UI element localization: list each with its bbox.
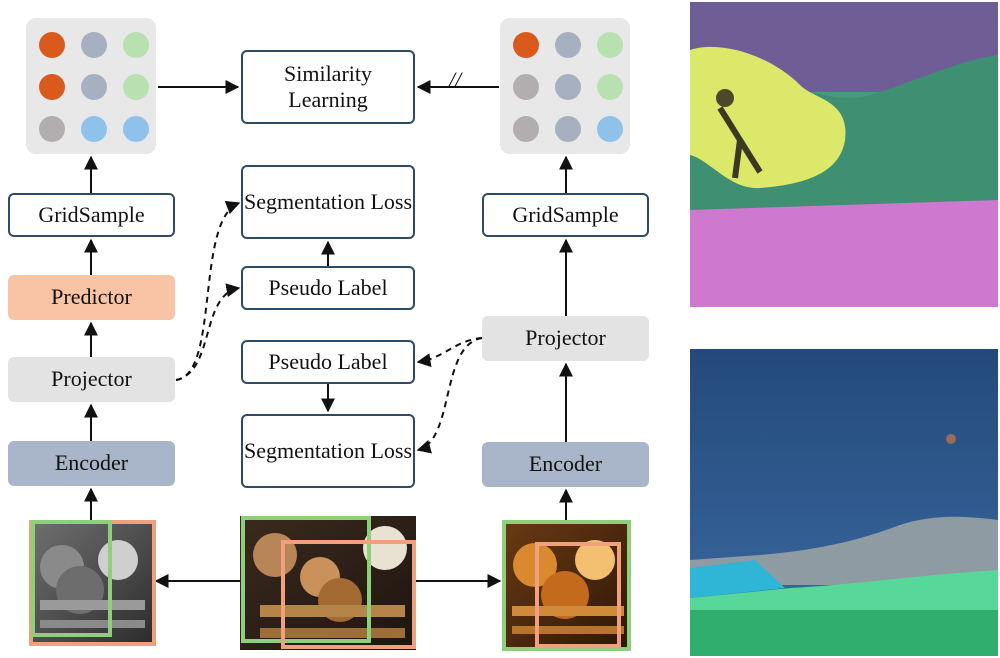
left-input-image xyxy=(29,520,156,646)
projector-left-box: Projector xyxy=(8,357,175,402)
dashed-projector-right-to-pseudo xyxy=(416,337,483,368)
right-grid-dot xyxy=(597,74,623,100)
right-grid-dot xyxy=(597,116,623,142)
right-grid-dot xyxy=(513,74,539,100)
pseudo-label-bottom-box: Pseudo Label xyxy=(241,340,415,384)
similarity-learning-box: Similarity Learning xyxy=(241,50,415,124)
encoder-left-label: Encoder xyxy=(54,450,129,476)
center-input-image xyxy=(240,516,416,650)
right-grid-dot xyxy=(513,116,539,142)
right-input-image xyxy=(502,520,631,651)
dashed-projector-left-to-pseudo xyxy=(175,283,241,381)
projector-left-label: Projector xyxy=(51,366,132,392)
segmentation-loss-top-label: Segmentation Loss xyxy=(243,188,413,214)
gridsample-left-label: GridSample xyxy=(38,201,145,227)
projector-right-label: Projector xyxy=(525,325,606,351)
encoder-right-box: Encoder xyxy=(482,442,649,487)
segmentation-loss-bottom-label: Segmentation Loss xyxy=(243,437,413,463)
right-grid-dot xyxy=(555,74,581,100)
dashed-projector-left-to-segloss xyxy=(175,201,241,381)
dashed-projector-right-to-segloss xyxy=(416,337,483,454)
left-grid-dot xyxy=(39,32,65,58)
stop-gradient-mark: // xyxy=(449,67,462,92)
right-grid-dot xyxy=(555,32,581,58)
segmentation-loss-bottom-box: Segmentation Loss xyxy=(241,414,415,488)
left-grid-dot xyxy=(123,74,149,100)
similarity-learning-label: Similarity Learning xyxy=(284,60,372,112)
predictor-label: Predictor xyxy=(51,284,132,310)
pseudo-label-bottom-label: Pseudo Label xyxy=(268,348,388,374)
right-grid-dot xyxy=(555,116,581,142)
pseudo-label-top-label: Pseudo Label xyxy=(268,274,388,300)
gridsample-right-box: GridSample xyxy=(482,193,649,237)
left-grid-dot xyxy=(39,116,65,142)
pseudo-label-top-box: Pseudo Label xyxy=(241,266,415,310)
left-grid-dot xyxy=(81,32,107,58)
predictor-box: Predictor xyxy=(8,275,175,320)
segmentation-loss-top-box: Segmentation Loss xyxy=(241,165,415,239)
left-grid-dot xyxy=(123,116,149,142)
left-grid-dot xyxy=(81,74,107,100)
gridsample-right-label: GridSample xyxy=(512,201,619,227)
right-grid-dot xyxy=(513,32,539,58)
projector-right-box: Projector xyxy=(482,316,649,361)
right-grid-dot xyxy=(597,32,623,58)
left-grid-dot xyxy=(123,32,149,58)
gridsample-left-box: GridSample xyxy=(8,193,175,237)
left-grid-dot xyxy=(81,116,107,142)
encoder-left-box: Encoder xyxy=(8,441,175,486)
surf-segmentation-image xyxy=(690,2,998,307)
encoder-right-label: Encoder xyxy=(528,451,603,477)
beach-segmentation-image xyxy=(690,349,998,656)
left-grid-dot xyxy=(39,74,65,100)
